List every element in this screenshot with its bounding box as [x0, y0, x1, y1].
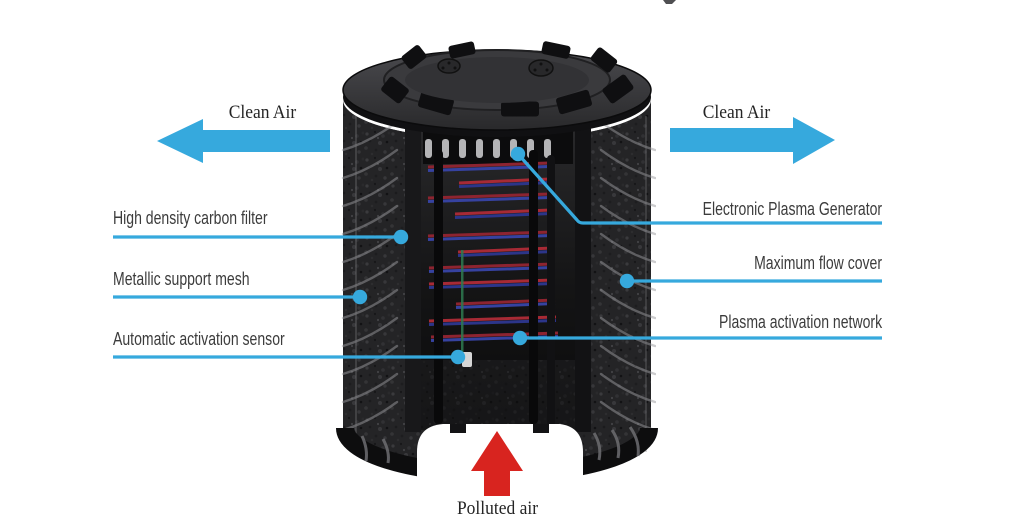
cap-tabs [381, 41, 634, 117]
filter-device [336, 41, 658, 486]
label-metallic-support-mesh: Metallic support mesh [113, 269, 250, 289]
clean-air-label-right: Clean Air [702, 102, 771, 123]
label-automatic-activation-sensor: Automatic activation sensor [113, 329, 285, 349]
sensor-wire [461, 250, 464, 354]
leader-dots [352, 146, 635, 365]
vent-slots [425, 139, 551, 158]
cap-screws [437, 58, 554, 77]
inner-chamber [421, 118, 575, 430]
cutaway-wall-left [405, 112, 421, 432]
arch-notch [450, 424, 466, 433]
label-plasma-activation-network: Plasma activation network [718, 312, 882, 332]
polluted-air-label: Polluted air [456, 498, 539, 519]
arch-notch [533, 424, 549, 433]
clean-air-label-left: Clean Air [228, 102, 297, 123]
top-cap [342, 41, 652, 137]
polluted-air-arrow-icon [471, 431, 523, 496]
clean-air-arrow-left-icon [157, 119, 330, 163]
label-high-density-carbon-filter: High density carbon filter [113, 208, 268, 228]
cutaway-wall-right [575, 112, 591, 432]
leader-lines [113, 152, 882, 359]
label-electronic-plasma-generator: Electronic Plasma Generator [702, 199, 882, 219]
label-maximum-flow-cover: Maximum flow cover [754, 253, 882, 273]
clean-air-arrow-right-icon [670, 117, 835, 164]
cropped-title-fragment [663, 0, 676, 4]
